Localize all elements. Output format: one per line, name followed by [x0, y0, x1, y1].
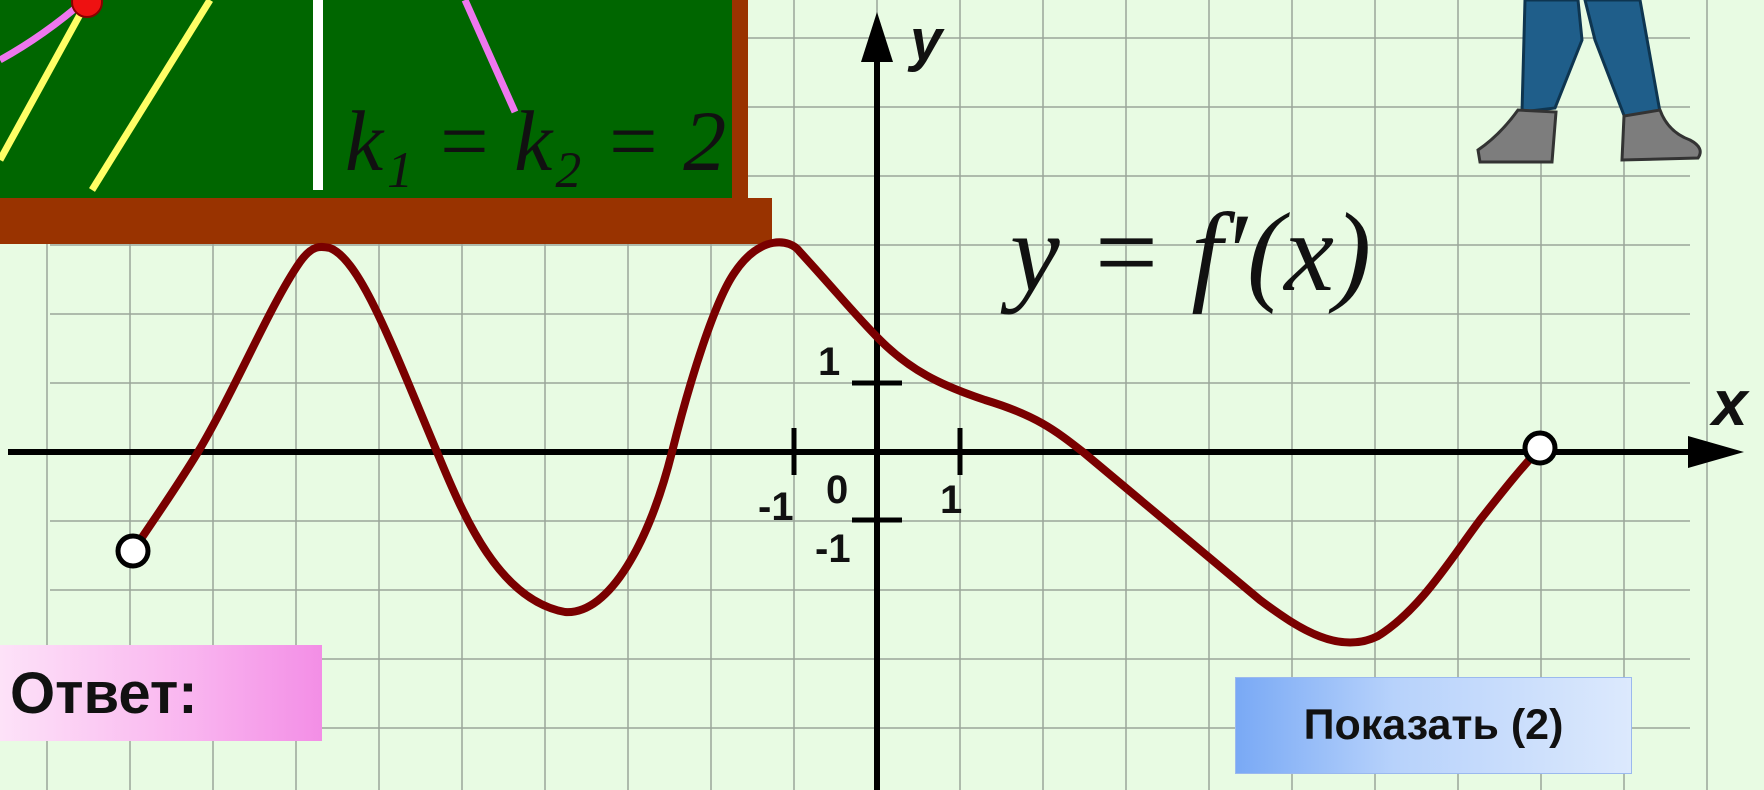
derivative-formula: y = f′(x) — [1000, 191, 1371, 315]
derivative-curve — [129, 238, 1544, 647]
y-axis — [861, 12, 893, 790]
answer-label: Ответ: — [10, 660, 198, 726]
y-tick-label-pos1: 1 — [818, 340, 840, 384]
x-tick-label-pos1: 1 — [940, 478, 962, 522]
x-tick-label-neg1: -1 — [758, 485, 794, 529]
origin-label: 0 — [826, 468, 848, 512]
person-legs-icon — [1476, 0, 1702, 164]
x-axis-label: x — [1709, 367, 1750, 439]
y-axis-label: y — [907, 8, 945, 73]
x-axis — [8, 436, 1744, 468]
curve-endpoint-left — [115, 533, 151, 569]
show-answer-button-label: Показать (2) — [1303, 701, 1564, 749]
chalkboard-icon: k₁ = k₂ = 2 — [0, 0, 772, 244]
show-answer-button[interactable]: Показать (2) — [1235, 677, 1632, 774]
answer-label-box: Ответ: — [0, 645, 322, 741]
curve-endpoint-right — [1522, 430, 1558, 466]
y-tick-label-neg1: -1 — [815, 527, 851, 571]
tangent-slope-formula: k₁ = k₂ = 2 — [345, 93, 726, 189]
